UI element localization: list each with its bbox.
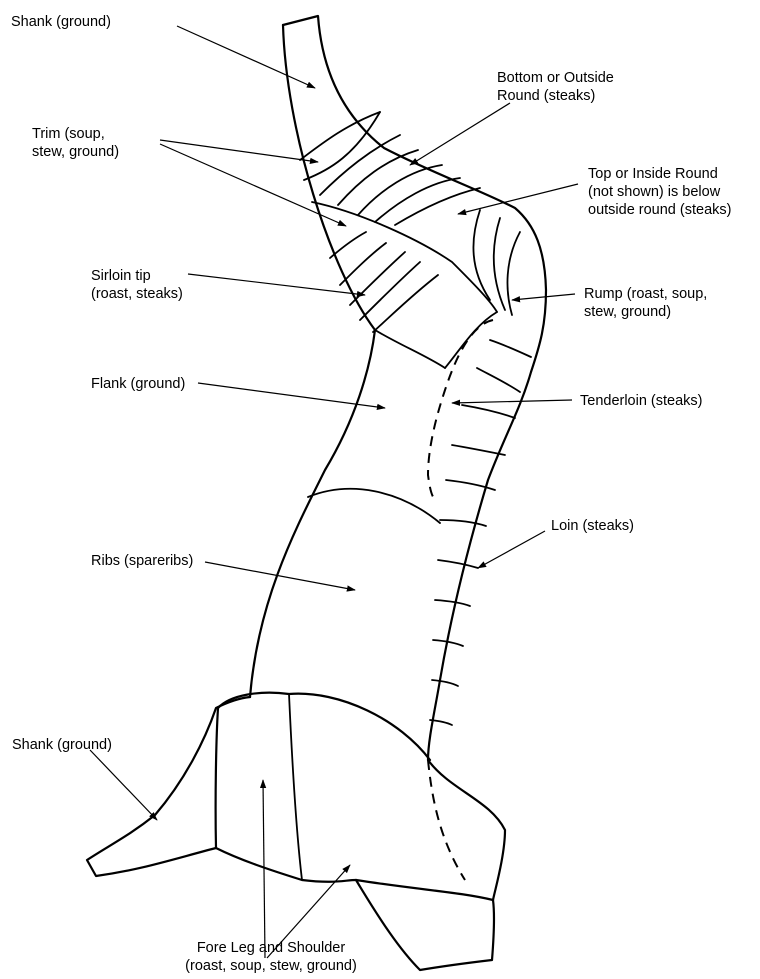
leader-lines — [90, 26, 578, 958]
label-ribs: Ribs (spareribs) — [91, 552, 193, 570]
label-fore-leg-shoulder: Fore Leg and Shoulder (roast, soup, stew… — [166, 939, 376, 975]
label-shank-top: Shank (ground) — [11, 13, 111, 31]
section-seams — [289, 112, 531, 880]
label-loin: Loin (steaks) — [551, 517, 634, 535]
label-shank-bottom: Shank (ground) — [12, 736, 112, 754]
label-rump: Rump (roast, soup, stew, ground) — [584, 285, 707, 321]
label-bottom-round: Bottom or Outside Round (steaks) — [497, 69, 614, 105]
label-top-round: Top or Inside Round (not shown) is below… — [588, 165, 731, 219]
label-flank: Flank (ground) — [91, 375, 185, 393]
label-tenderloin: Tenderloin (steaks) — [580, 392, 703, 410]
label-sirloin-tip: Sirloin tip (roast, steaks) — [91, 267, 183, 303]
label-trim: Trim (soup, stew, ground) — [32, 125, 119, 161]
